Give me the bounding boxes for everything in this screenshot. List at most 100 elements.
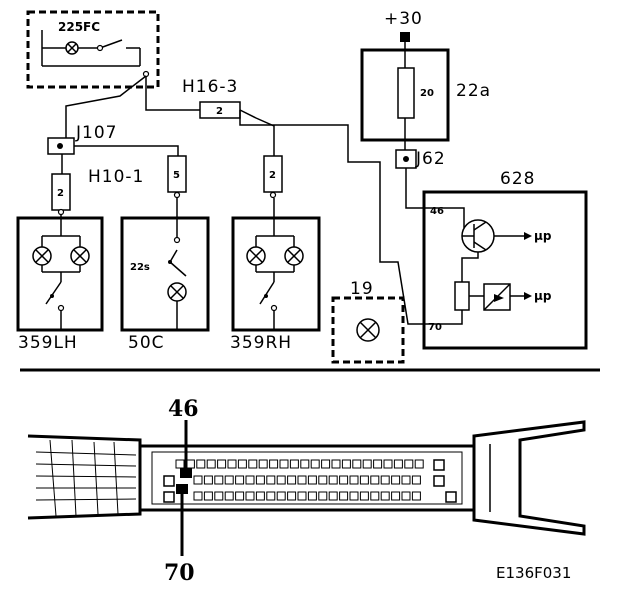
connector-pin-cell: [318, 475, 328, 485]
resistor-icon: [454, 281, 470, 311]
label-j107: J107: [75, 123, 117, 143]
connector-pin-cell: [227, 459, 237, 469]
connector-pin-cell: [433, 459, 445, 471]
svg-text:2: 2: [216, 106, 223, 117]
connector-pin-70: [176, 484, 188, 494]
label-j62: J62: [415, 149, 446, 169]
fuse-h16-3: 2: [199, 101, 241, 119]
connector-pin-cell: [414, 459, 424, 469]
pin-70: 70: [428, 322, 442, 333]
fuse-20: 20: [420, 88, 434, 99]
connector-pin-cell: [224, 491, 234, 501]
connector-pin-cell: [300, 459, 310, 469]
connector-pin-cell: [297, 491, 307, 501]
connector-pin-rows: [163, 459, 457, 503]
connector-pin-cell: [321, 459, 331, 469]
label-22a: 22a: [456, 81, 491, 101]
fuse-j107-2: 2: [51, 173, 71, 216]
connector-pin-cell: [328, 491, 338, 501]
connector-pin-cell: [318, 491, 328, 501]
component-628: 46 70 μp μp: [422, 190, 588, 350]
svg-text:5: 5: [173, 170, 180, 181]
connector-pin-cell: [411, 475, 421, 485]
figure-code: E136F031: [496, 564, 571, 582]
connector-pin-cell: [196, 459, 206, 469]
connector-pin-cell: [445, 491, 457, 503]
connector-pin-cell: [352, 459, 362, 469]
connector-pin-cell: [404, 459, 414, 469]
connector-pin-cell: [328, 475, 338, 485]
fuse-359rh-2: 2: [263, 155, 283, 199]
connector-pin-cell: [287, 491, 297, 501]
component-359rh: [231, 198, 321, 332]
connector-pin-cell: [203, 475, 213, 485]
connector-pin-cell: [235, 491, 245, 501]
component-359lh: [16, 214, 104, 332]
connector-pin-cell: [217, 459, 227, 469]
signal-out-1: μp: [534, 229, 552, 243]
connector-pin-cell: [269, 459, 279, 469]
connector-pin-cell: [245, 491, 255, 501]
connector-pin-cell: [258, 459, 268, 469]
ecu-connector: [27, 420, 586, 556]
component-50c: 22s: [120, 198, 210, 332]
connector-pin-cell: [214, 475, 224, 485]
connector-pin-cell: [383, 459, 393, 469]
connector-pin-cell: [297, 475, 307, 485]
connector-pin-cell: [163, 475, 175, 487]
connector-pin-46: [180, 468, 192, 478]
wire: [145, 76, 200, 111]
label-225fc: 225FC: [58, 20, 100, 34]
wire: [432, 310, 463, 325]
connector-pin-cell: [380, 491, 390, 501]
connector-pin-cell: [248, 459, 258, 469]
wire: [74, 145, 179, 156]
label-628: 628: [500, 169, 535, 189]
component-225fc: 225FC: [26, 10, 160, 89]
connector-pin-cell: [255, 491, 265, 501]
label-19: 19: [350, 279, 374, 299]
wire: [239, 110, 432, 325]
fuse-h10-1-5: 5: [167, 155, 187, 199]
connector-pin-cell: [276, 475, 286, 485]
connector-pin-cell: [401, 475, 411, 485]
connector-pin-cell: [266, 491, 276, 501]
wire: [239, 109, 275, 156]
connector-pin-cell: [266, 475, 276, 485]
connector-pin-cell: [349, 491, 359, 501]
connector-pin-cell: [411, 491, 421, 501]
connector-pin-cell: [235, 475, 245, 485]
connector-pin-cell: [289, 459, 299, 469]
connector-pin-cell: [391, 475, 401, 485]
connector-j62: [395, 149, 417, 169]
connector-pin-cell: [175, 459, 185, 469]
connector-pin-cell: [310, 459, 320, 469]
connector-pin-cell: [391, 491, 401, 501]
connector-pin-cell: [349, 475, 359, 485]
connector-pin-cell: [393, 459, 403, 469]
label-359lh: 359LH: [18, 333, 78, 353]
connector-pin-cell: [339, 491, 349, 501]
connector-pin-cell: [214, 491, 224, 501]
wire: [65, 75, 147, 140]
connector-pin-46-label: 46: [168, 396, 199, 422]
connector-pin-cell: [279, 459, 289, 469]
connector-pin-cell: [203, 491, 213, 501]
connector-pin-cell: [370, 491, 380, 501]
connector-pin-cell: [359, 475, 369, 485]
component-19: [331, 296, 405, 364]
wire: [461, 252, 479, 282]
connector-pin-cell: [193, 491, 203, 501]
connector-pin-cell: [163, 491, 175, 503]
connector-pin-70-label: 70: [164, 560, 195, 586]
connector-pin-cell: [341, 459, 351, 469]
connector-pin-cell: [237, 459, 247, 469]
connector-pin-cell: [307, 491, 317, 501]
svg-text:2: 2: [269, 170, 276, 181]
connector-pin-cell: [433, 475, 445, 487]
connector-pin-cell: [276, 491, 286, 501]
connector-pin-cell: [339, 475, 349, 485]
connector-pin-cell: [307, 475, 317, 485]
label-h16-3: H16-3: [182, 77, 238, 97]
connector-pin-cell: [373, 459, 383, 469]
